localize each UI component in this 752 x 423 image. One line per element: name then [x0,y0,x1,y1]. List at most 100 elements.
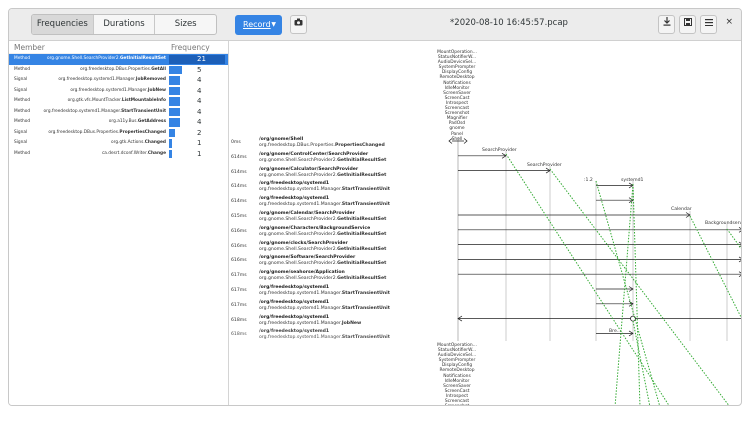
arrow-head [628,197,634,203]
lifeline-name: IdleMonitor [444,85,470,91]
frequency-count: 5 [197,65,202,74]
capture-button[interactable] [290,15,307,34]
lifeline-name: RemoteDesktop [439,368,475,374]
message-path: /org/freedesktop/systemd1 [259,329,330,335]
lifeline-name: Shell [451,136,463,142]
message-member: GetInitialResultSet [337,276,387,282]
close-window-button[interactable]: × [725,17,733,27]
lifeline-name: IdleMonitor [444,378,470,384]
member-method: GetInitialResultSet [120,56,166,61]
tab-frequencies[interactable]: Frequencies [32,15,94,34]
member-method: GetAddress [137,119,166,124]
member-interface: org.gtk.Actions. [111,140,145,145]
peer-label: SearchProvider [482,148,517,153]
message-interface: org.freedesktop.systemd1.Manager.StartTr… [259,187,390,192]
message-interface: org.gnome.Shell.SearchProvider2.GetIniti… [259,276,386,281]
message-interface: org.gnome.Shell.SearchProvider2.GetIniti… [259,232,386,237]
message-time: 614ms [231,184,247,190]
menu-button[interactable] [700,15,717,34]
tab-sizes[interactable]: Sizes [174,19,197,29]
member-type: Method [14,150,31,156]
message-path: /org/gnome/Calculator/SearchProvider [259,166,359,172]
message-iface-prefix: org.freedesktop.DBus.Properties. [259,143,335,148]
message-interface: org.gnome.Shell.SearchProvider2.GetIniti… [259,261,386,266]
record-button[interactable]: Record ▼ [235,15,282,35]
message-interface: org.gnome.Shell.SearchProvider2.GetIniti… [259,247,386,252]
arrow-head [628,286,634,292]
member-type: Signal [14,140,28,145]
member-name: org.freedesktop.DBus.Properties.GetAll [80,65,166,76]
app-window: Frequencies Durations Sizes Record ▼ *20… [8,8,742,406]
message-row[interactable]: 614ms/org/gnome/ControlCenter/SearchProv… [230,152,460,167]
message-iface-prefix: org.gnome.Shell.SearchProvider2. [259,276,338,282]
frequency-bar [169,97,180,106]
member-method: StartTransientUnit [121,108,166,114]
message-iface-prefix: org.freedesktop.systemd1.Manager. [259,305,342,311]
reply-trace [549,168,730,405]
message-iface-prefix: org.freedesktop.systemd1.Manager. [259,335,342,341]
message-iface-prefix: org.freedesktop.systemd1.Manager. [259,320,342,326]
save-button[interactable] [679,15,696,34]
message-member: JobNew [341,320,362,326]
message-iface-prefix: org.freedesktop.systemd1.Manager. [259,291,342,296]
message-member: StartTransientUnit [341,291,390,296]
column-header-member[interactable]: Member [14,43,45,52]
lifeline-name: SystemPrompter [438,358,476,364]
member-method: Changed [144,140,166,145]
message-interface: org.freedesktop.systemd1.Manager.StartTr… [259,306,390,311]
member-interface: ca.desrt.dconf.Writer. [101,150,148,156]
message-time: 614ms [231,199,247,205]
message-row[interactable]: 616ms/org/gnome/Characters/BackgroundSer… [230,226,460,241]
member-type: Signal [14,129,28,135]
message-member: GetInitialResultSet [337,217,387,222]
message-member: GetInitialResultSet [337,172,387,178]
lifeline-name: ScreenCast [444,388,470,394]
arrow-head [738,256,741,263]
message-member: StartTransientUnit [341,202,390,208]
message-time: 618ms [231,317,247,323]
message-time: 614ms [231,154,247,160]
frequency-count: 4 [197,76,202,84]
member-name: org.gtk.Actions.Changed [111,138,166,149]
member-method: PropertiesChanged [119,129,166,135]
frequency-count: 4 [197,107,202,116]
message-path: /org/gnome/ControlCenter/SearchProvider [259,151,369,157]
message-time: 617ms [231,302,247,308]
message-time: 615ms [231,214,247,219]
message-row[interactable]: 614ms/org/gnome/Calculator/SearchProvide… [230,167,460,182]
tab-durations[interactable]: Durations [94,15,156,34]
reply-trace [505,153,670,405]
lifeline-name: Notifications [443,373,471,379]
message-path: /org/freedesktop/systemd1 [259,314,330,320]
peer-label: Calendar [671,207,692,212]
column-header-frequency[interactable]: Frequency [171,43,210,52]
lifeline-name: ScreenCast [444,95,470,101]
camera-icon [294,18,303,29]
download-button[interactable] [658,15,675,34]
message-interface: org.freedesktop.DBus.Properties.Properti… [259,143,385,148]
message-member: StartTransientUnit [341,187,390,193]
message-member: StartTransientUnit [341,335,390,341]
